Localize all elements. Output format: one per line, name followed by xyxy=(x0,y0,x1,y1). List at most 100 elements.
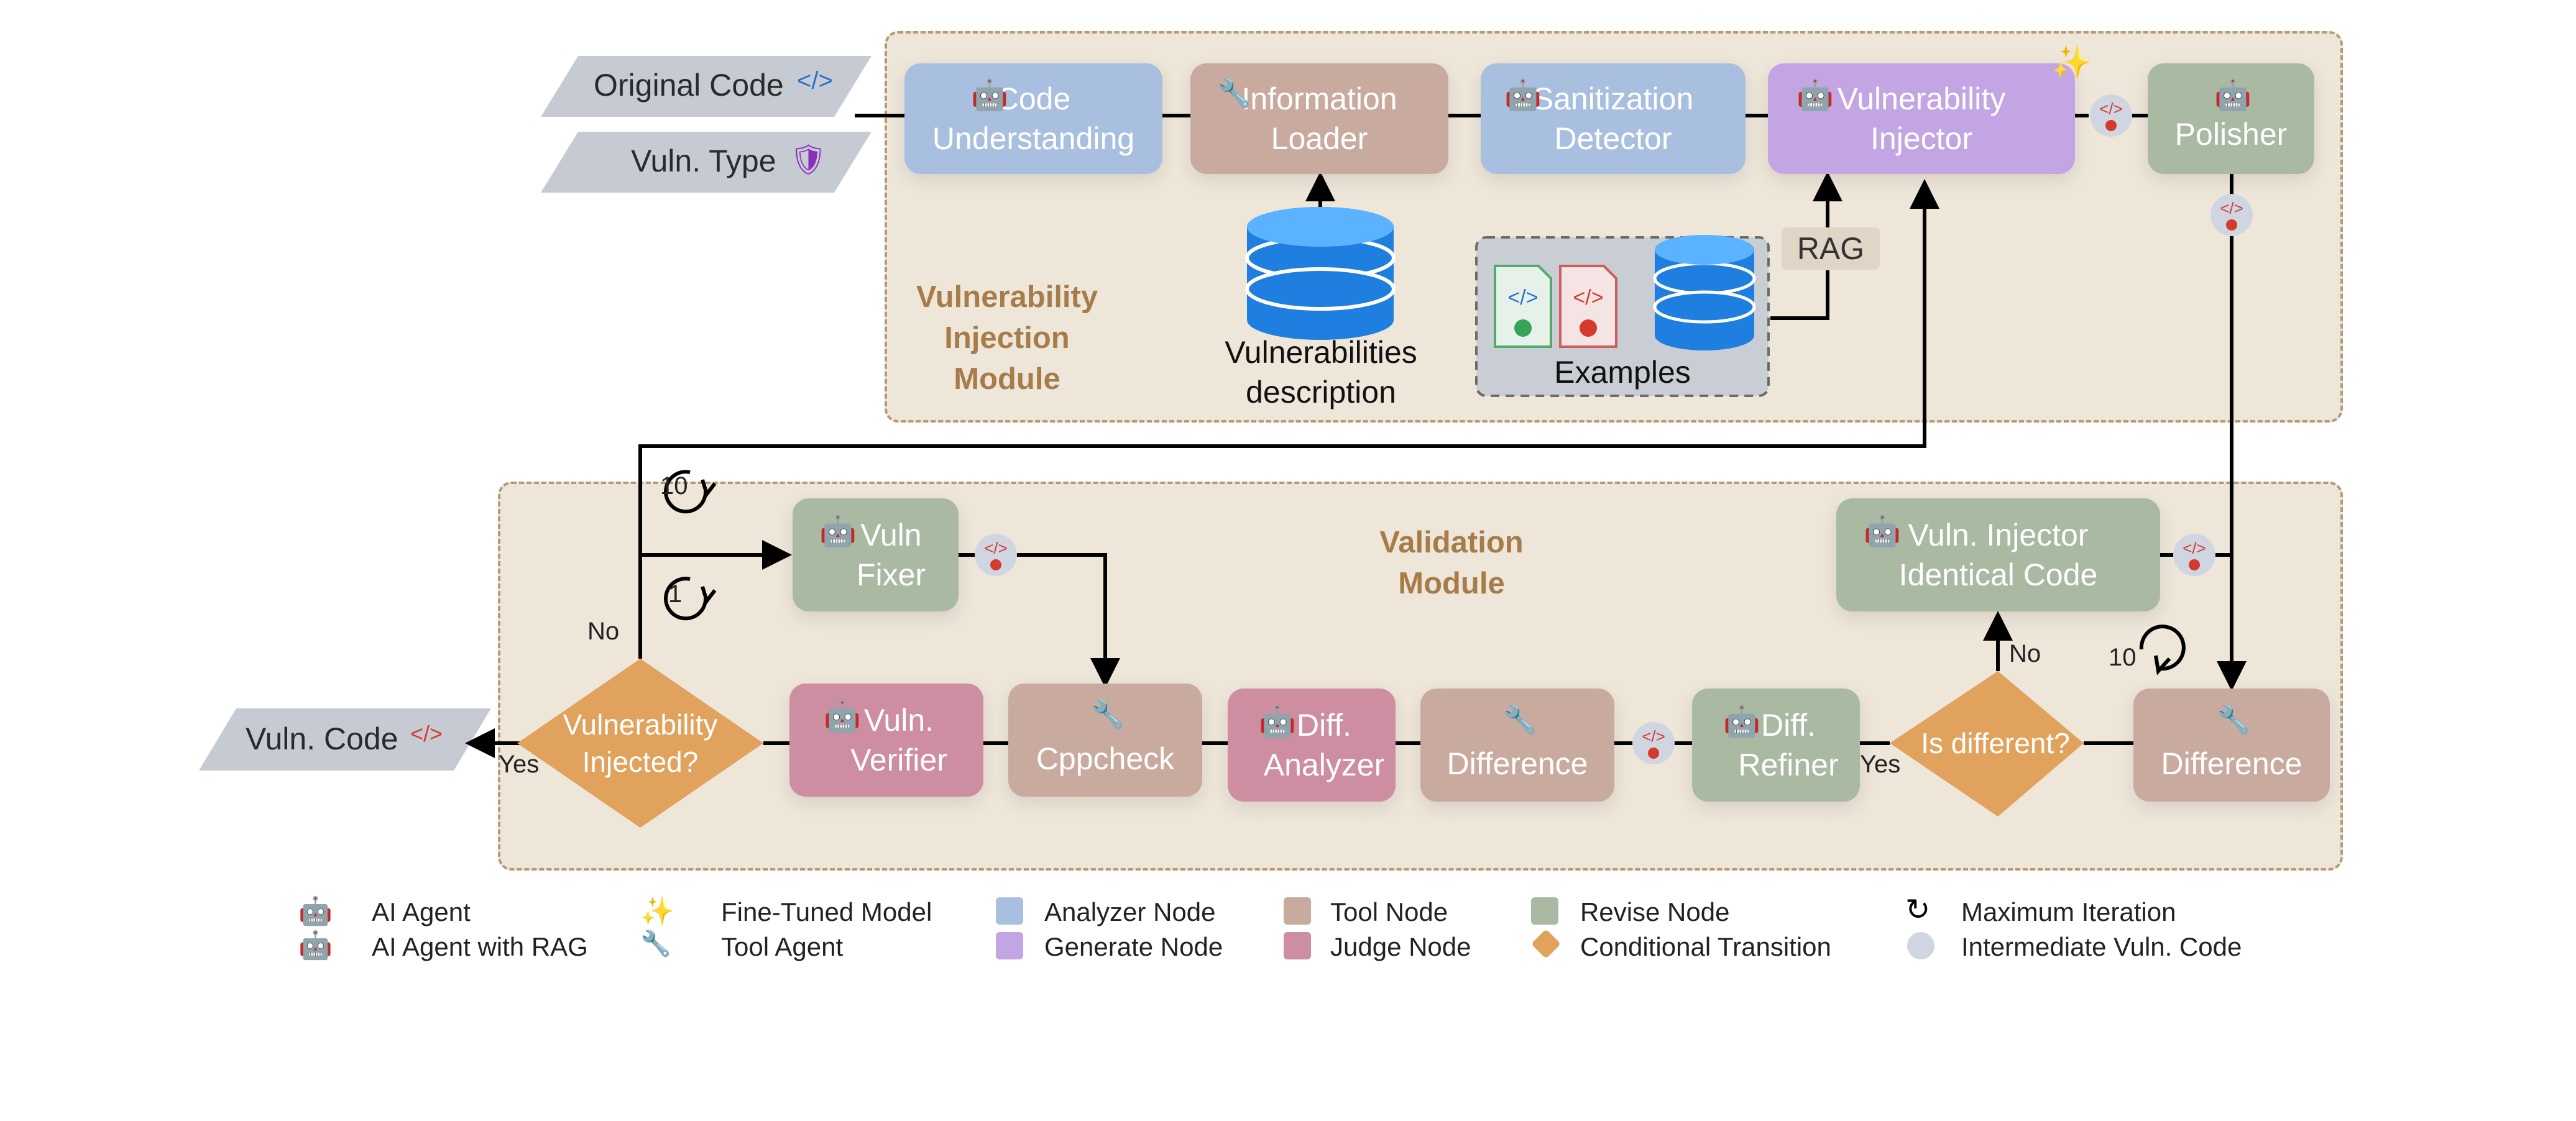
is-different-label: Is different? xyxy=(1921,727,2070,759)
legend-tool-swatch xyxy=(1284,897,1311,925)
identical-injector-node[interactable]: Vuln. Injector Identical Code xyxy=(1836,498,2160,611)
diff-refiner-label: Diff. Refiner xyxy=(1738,708,1839,782)
wrench-icon: 🔧 xyxy=(640,930,671,958)
svg-text:</>: </> xyxy=(2220,199,2243,217)
legend-generate: Generate Node xyxy=(1044,932,1223,961)
robot-icon: 🤖 xyxy=(2214,79,2252,112)
legend-generate-swatch xyxy=(996,932,1023,959)
vuln-code-bubble-icon: </> xyxy=(975,534,1017,576)
vuln-type-shape xyxy=(541,132,872,193)
edge-label-no-right: No xyxy=(2009,640,2041,667)
diff-refiner-node[interactable]: Diff. Refiner xyxy=(1692,689,1860,802)
rag-box xyxy=(1782,227,1880,270)
vuln-verifier-node[interactable]: Vuln. Verifier xyxy=(789,684,983,797)
wrench-icon: 🔧 xyxy=(1091,700,1125,730)
sparkle-icon: ✨ xyxy=(2051,45,2092,81)
legend-judge: Judge Node xyxy=(1330,932,1471,961)
vuln-code-bubble-icon: </> xyxy=(2210,194,2253,236)
legend-analyzer-swatch xyxy=(996,897,1023,925)
loop-icon-difference xyxy=(2139,625,2186,675)
information-loader-node[interactable]: Information Loader xyxy=(1190,63,1448,174)
vulnerability-injector-label: Vulnerability Injector xyxy=(1837,81,2006,156)
svg-text:</>: </> xyxy=(2099,99,2123,118)
database-icon xyxy=(1653,235,1756,350)
vuln-verifier-label: Vuln. Verifier xyxy=(850,703,947,777)
vuln-code-bubble-icon xyxy=(1907,932,1934,959)
safe-code-file-icon: </> xyxy=(1494,265,1552,348)
wrench-icon: 🔧 xyxy=(2217,705,2251,735)
robot-icon: 🤖 xyxy=(824,700,861,733)
sanitization-detector-node[interactable]: Sanitization Detector xyxy=(1481,63,1746,174)
svg-text:</>: </> xyxy=(1507,286,1538,309)
is-different-diamond xyxy=(1890,671,2084,817)
identical-injector-label: Vuln. Injector Identical Code xyxy=(1898,518,2098,592)
legend-tool-agent: Tool Agent xyxy=(721,932,844,961)
cppcheck-label: Cppcheck xyxy=(1036,741,1175,776)
cppcheck-node[interactable]: Cppcheck xyxy=(1008,684,1202,797)
edge-label-yes-right: Yes xyxy=(1860,751,1901,778)
vuln-code-bubble-icon: </> xyxy=(1632,722,1675,764)
robot-icon: 🤖 xyxy=(971,79,1008,112)
wrench-icon: 🔧 xyxy=(1503,705,1537,735)
vulnerability-injector-node[interactable]: Vulnerability Injector xyxy=(1768,63,2075,174)
difference-node-2[interactable]: Difference xyxy=(2133,689,2330,802)
legend-tool: Tool Node xyxy=(1330,897,1448,927)
code-understanding-node[interactable]: Code Understanding xyxy=(904,63,1162,174)
loop-k-icon: ↻ xyxy=(1905,894,1931,927)
shield-icon: 🛡 xyxy=(789,144,827,176)
edge-label-yes-left: Yes xyxy=(499,751,540,778)
loop-icon-outer xyxy=(664,470,717,514)
validation-module-title: Validation Module xyxy=(1379,526,1524,600)
legend-judge-swatch xyxy=(1284,932,1311,959)
robot-icon: 🤖 xyxy=(1504,79,1542,112)
wrench-icon: 🔧 xyxy=(1217,78,1251,109)
iteration-count-inner: 1 xyxy=(668,580,683,608)
polisher-node[interactable]: Polisher xyxy=(2148,63,2314,174)
diff-analyzer-label: Diff. Analyzer xyxy=(1263,708,1385,782)
vuln-type-label: Vuln. Type xyxy=(631,144,776,178)
vulnerability-injected-diamond xyxy=(517,659,763,828)
robot-database-icon: 🤖 xyxy=(1796,79,1834,112)
robot-database-icon: 🤖 xyxy=(298,930,333,961)
diff-analyzer-node[interactable]: Diff. Analyzer xyxy=(1228,689,1396,802)
legend-analyzer: Analyzer Node xyxy=(1044,897,1216,927)
difference-node-1[interactable]: Difference xyxy=(1420,689,1614,802)
iteration-count-outer: 10 xyxy=(660,472,688,500)
vuln-code-bubble-icon: </> xyxy=(2090,94,2132,137)
vuln-fixer-label: Vuln Fixer xyxy=(856,518,926,592)
vuln-code-shape xyxy=(199,708,491,771)
legend-ai-agent: AI Agent xyxy=(372,897,471,927)
vuln-code-file-icon: </> xyxy=(1559,265,1617,348)
rag-label: RAG xyxy=(1796,231,1865,266)
vulnerability-injected-label: Vulnerability Injected? xyxy=(563,708,718,778)
robot-icon: 🤖 xyxy=(1259,705,1296,738)
code-understanding-label: Code Understanding xyxy=(932,81,1135,156)
robot-icon: 🤖 xyxy=(298,896,333,927)
vulnerabilities-description-label: Vulnerabilities description xyxy=(1225,335,1417,410)
vuln-fixer-node[interactable]: Vuln Fixer xyxy=(793,498,959,611)
robot-icon: 🤖 xyxy=(819,515,857,548)
legend-intermediate: Intermediate Vuln. Code xyxy=(1961,932,2242,961)
difference-1-label: Difference xyxy=(1447,746,1588,781)
legend-ai-agent-rag: AI Agent with RAG xyxy=(372,932,588,961)
legend-fine-tuned: Fine-Tuned Model xyxy=(721,897,932,927)
vuln-code-icon: </> xyxy=(410,721,443,746)
code-icon: </> xyxy=(797,67,833,94)
legend-revise: Revise Node xyxy=(1580,897,1730,927)
legend-revise-swatch xyxy=(1531,897,1558,925)
iteration-count-difference: 10 xyxy=(2109,644,2137,671)
sparkle-icon: ✨ xyxy=(640,896,674,927)
polisher-label: Polisher xyxy=(2174,117,2288,152)
robot-icon: 🤖 xyxy=(1723,705,1760,738)
sanitization-detector-label: Sanitization Detector xyxy=(1532,81,1694,156)
legend-max-iteration: Maximum Iteration xyxy=(1961,897,2176,927)
svg-text:</>: </> xyxy=(2183,539,2206,557)
svg-text:</>: </> xyxy=(1642,727,1665,746)
original-code-label: Original Code xyxy=(594,68,784,103)
loop-icon-inner xyxy=(664,577,717,621)
legend-conditional: Conditional Transition xyxy=(1580,932,1831,961)
original-code-shape xyxy=(541,56,872,117)
information-loader-label: Information Loader xyxy=(1241,81,1397,156)
svg-text:</>: </> xyxy=(1573,286,1603,309)
